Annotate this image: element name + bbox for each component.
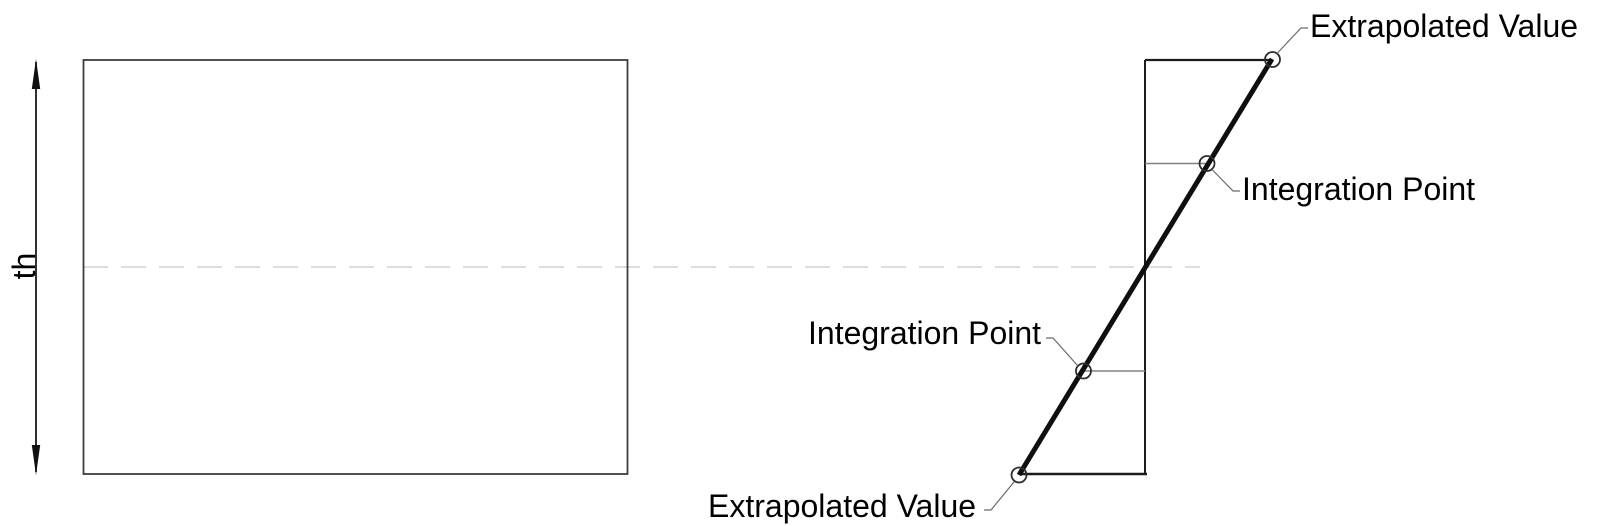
- thickness-label: th: [6, 253, 42, 280]
- integration-point-marker-upper: [1198, 155, 1216, 172]
- extrapolated-value-label-bottom: Extrapolated Value: [708, 488, 976, 524]
- cross-section-rect: [82, 59, 629, 475]
- cross-section-view: th: [6, 59, 629, 475]
- leader-integration-upper: [1211, 169, 1240, 192]
- leader-integration-lower: [1046, 337, 1079, 367]
- extrapolated-value-label-top: Extrapolated Value: [1310, 8, 1578, 44]
- integration-point-label-lower: Integration Point: [808, 315, 1041, 351]
- arrowhead-down-icon: [31, 445, 41, 475]
- extrapolated-value-marker-top: [1264, 51, 1281, 68]
- leader-extrapolated-bottom: [984, 481, 1015, 511]
- linear-distribution-line: [1016, 57, 1275, 477]
- integration-point-label-upper: Integration Point: [1242, 171, 1475, 207]
- integration-point-marker-lower: [1075, 362, 1092, 380]
- leader-extrapolated-top: [1276, 27, 1308, 54]
- thickness-dimension: th: [6, 59, 42, 475]
- arrowhead-up-icon: [31, 59, 41, 89]
- distribution-view: Extrapolated Value Integration Point Int…: [708, 8, 1578, 524]
- extrapolated-value-marker-bottom: [1010, 466, 1028, 484]
